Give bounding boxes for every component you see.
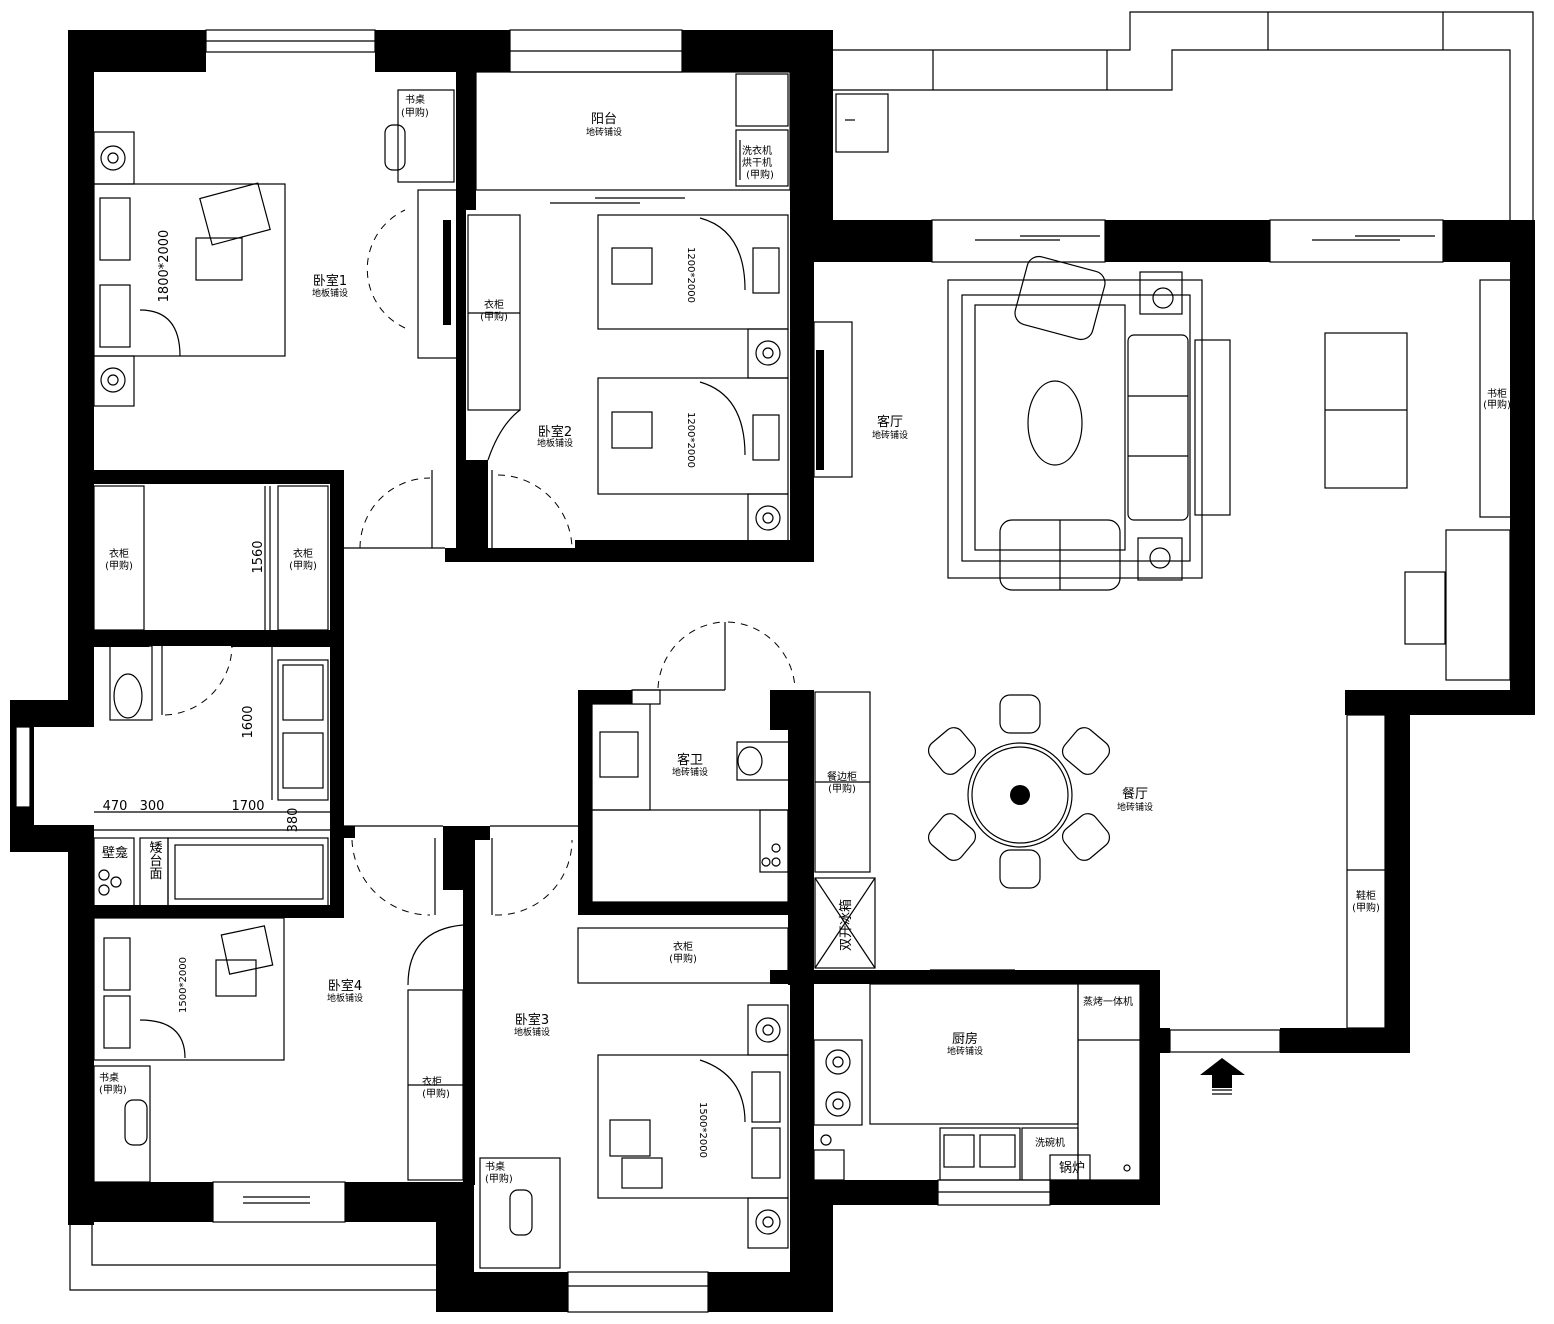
wardrobe-label-l: 衣柜 [109,547,129,560]
dim-1700: 1700 [231,799,264,814]
bedroom3-floor: 地板铺设 [514,1026,550,1038]
door-swings [161,209,796,986]
bedroom1-floor: 地板铺设 [312,287,348,299]
owner-label-desk3: (甲购) [485,1172,513,1185]
owner-label-b2: (甲购) [480,310,508,323]
guest-bath-fixtures [591,689,790,903]
boiler-label: 锅炉 [1059,1160,1085,1176]
owner-label-bookcase: (甲购) [1483,398,1511,411]
owner-label-1: (甲购) [401,106,429,119]
sideboard-label: 餐边柜 [827,770,857,783]
bedroom1-name: 卧室1 [313,273,347,289]
guest-bath-floor: 地砖铺设 [672,766,708,778]
walls [10,30,1535,1312]
wardrobe-label-b3: 衣柜 [673,940,693,953]
wardrobe-label-b2: 衣柜 [484,298,504,311]
dining-furniture [814,691,1386,1029]
bedroom3-name: 卧室3 [515,1012,549,1028]
balcony-floor: 地砖铺设 [586,126,622,138]
dim-300: 300 [140,799,165,814]
desk-label-1: 书桌 [405,93,425,106]
dim-1560: 1560 [251,540,266,573]
kitchen-floor: 地砖铺设 [947,1045,983,1057]
terrace-outline [833,11,1534,220]
owner-label-l: (甲购) [105,559,133,572]
windows [205,29,1444,1313]
kitchen-name: 厨房 [952,1031,978,1047]
bedroom3-furniture [407,927,789,1269]
bedroom4-balcony-outline [69,1222,436,1291]
bedroom2-name: 卧室2 [538,424,572,440]
dim-380: 380 [286,808,301,833]
dishwasher-label: 洗碗机 [1035,1136,1065,1149]
owner-label-sideboard: (甲购) [828,782,856,795]
low-counter-label: 矮台面 [147,841,163,880]
bedroom4-furniture [93,917,285,1183]
wall-bench-label: 壁龛 [102,846,128,861]
master-bed-size: 1800*2000 [157,230,172,303]
owner-label-b4: (甲购) [422,1087,450,1100]
living-floor: 地砖铺设 [872,429,908,441]
owner-label-r: (甲购) [289,559,317,572]
guest-bath-name: 客卫 [677,752,703,768]
bookcase-label: 书柜 [1487,387,1507,400]
balcony-area [475,71,791,191]
kitchen-fixtures [813,983,1141,1181]
shoe-cabinet-label: 鞋柜 [1356,889,1376,902]
desk-label-4: 书桌 [99,1071,119,1084]
bedroom2-furniture [467,214,853,549]
bed3-size: 1500*2000 [697,1102,708,1158]
bedroom1-furniture [93,89,459,407]
dimension-labels: 1560 1600 470 300 1700 380 [103,540,301,832]
bed-size-labels: 1800*2000 1200*2000 1200*2000 1500*2000 … [157,230,708,1158]
dim-470: 470 [103,799,128,814]
owner-label-shoe: (甲购) [1352,901,1380,914]
entrance-arrow-icon [1200,1058,1245,1095]
twin-bed-a-size: 1200*2000 [685,247,696,303]
fridge-label: 双开冰箱 [838,899,854,951]
bedroom4-name: 卧室4 [328,978,362,994]
furniture-labels: 书桌 (甲购) 洗衣机 烘干机 (甲购) 衣柜 (甲购) 衣柜 (甲购) 衣柜 … [99,93,1511,1185]
living-name: 客厅 [877,414,903,430]
left-closets [93,485,330,907]
dining-floor: 地砖铺设 [1117,801,1153,813]
dim-1600: 1600 [241,705,256,738]
owner-label-b3: (甲购) [669,952,697,965]
bedroom4-floor: 地板铺设 [327,992,363,1004]
living-room-furniture [947,255,1513,681]
twin-bed-b-size: 1200*2000 [685,412,696,468]
bedroom2-floor: 地板铺设 [537,437,573,449]
desk-label-3: 书桌 [485,1160,505,1173]
dining-name: 餐厅 [1122,786,1148,802]
dryer-label: 烘干机 [742,156,772,169]
owner-label-desk4: (甲购) [99,1083,127,1096]
steam-oven-label: 蒸烤一体机 [1083,995,1133,1008]
wardrobe-label-r: 衣柜 [293,547,313,560]
washer-label: 洗衣机 [742,144,772,157]
bed4-size: 1500*2000 [178,957,189,1013]
owner-label-washer: (甲购) [746,168,774,181]
wardrobe-label-b4: 衣柜 [422,1075,442,1088]
room-labels: 卧室1 地板铺设 阳台 地砖铺设 卧室2 地板铺设 客厅 地砖铺设 餐厅 地砖铺… [312,112,1153,1057]
balcony-name: 阳台 [591,112,617,127]
